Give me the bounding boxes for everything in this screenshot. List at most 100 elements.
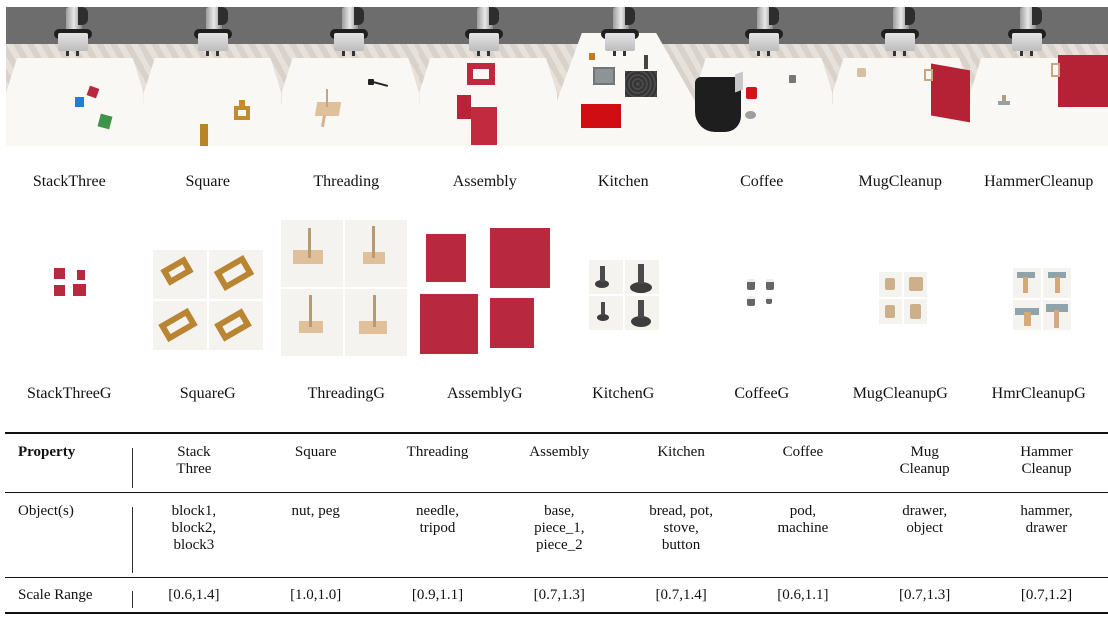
- block-variant-icon: [54, 268, 65, 279]
- table-cell: base, piece_1, piece_2: [534, 503, 585, 553]
- block-variant-icon: [54, 285, 65, 296]
- variant-label: StackThreeG: [27, 385, 112, 402]
- variant-label: MugCleanupG: [852, 385, 948, 402]
- blue-block-icon: [75, 97, 84, 107]
- variant-squareg-image: [139, 210, 278, 360]
- pod-variant-icon: [746, 296, 755, 306]
- tripod-variant-icon: [359, 321, 387, 334]
- pod-variant-icon: [765, 297, 772, 304]
- pot-variant-icon: [631, 316, 651, 327]
- machine-lid-icon: [734, 71, 743, 93]
- scene-mugcleanup-image: [832, 7, 971, 146]
- hammer-head-icon: [998, 101, 1011, 105]
- variant-label: CoffeeG: [734, 385, 790, 402]
- piece-1-icon: [467, 63, 496, 85]
- tripod-variant-icon: [299, 321, 323, 333]
- variant-label: KitchenG: [592, 385, 655, 402]
- stove-icon: [625, 71, 657, 97]
- pod-icon: [788, 75, 796, 83]
- variant-hmrcleanupg-image: [970, 210, 1108, 360]
- table-top-rule: [5, 432, 1108, 434]
- coffee-machine-icon: [694, 77, 741, 132]
- pod-variant-icon: [765, 279, 774, 290]
- header-cell: Threading: [406, 444, 469, 460]
- scene-assembly-image: [419, 7, 557, 146]
- table-cell: drawer, object: [902, 503, 948, 536]
- mug-variant-icon: [910, 304, 921, 319]
- object-variant-row: [0, 210, 1108, 360]
- table-cell: [0.7,1.4]: [655, 587, 707, 603]
- task-scene-row: [6, 7, 1108, 146]
- table-cell: hammer, drawer: [1020, 503, 1073, 536]
- pod-variant-icon: [746, 279, 755, 290]
- table-cell: [0.7,1.3]: [899, 587, 951, 603]
- robot-arm-icon: [54, 7, 92, 57]
- header-cell: Kitchen: [657, 444, 705, 460]
- variant-stackthreeg-image: [0, 210, 139, 360]
- tripod-post-icon: [325, 89, 328, 107]
- pot-variant-icon: [630, 282, 652, 293]
- variant-kitcheng-image: [554, 210, 693, 360]
- scene-label: Assembly: [452, 173, 517, 190]
- variant-assemblyg-image: [415, 210, 555, 360]
- scene-label: MugCleanup: [858, 173, 943, 190]
- base-variant-icon: [489, 228, 550, 288]
- row-label: Object(s): [5, 503, 133, 577]
- tripod-post-icon: [308, 228, 311, 258]
- table-cell: [0.6,1.4]: [168, 587, 220, 603]
- pot-icon: [593, 67, 615, 85]
- robot-arm-icon: [1008, 7, 1047, 57]
- needle-head-icon: [367, 79, 374, 85]
- robot-arm-icon: [193, 7, 232, 57]
- table-cell: [0.7,1.2]: [1020, 587, 1073, 603]
- scene-threading-image: [281, 7, 420, 146]
- pot-variant-icon: [597, 314, 609, 321]
- nut-variant-icon: [213, 254, 254, 292]
- hammer-handle-icon: [1002, 95, 1007, 102]
- variant-label: HmrCleanupG: [991, 385, 1086, 402]
- scene-label: Square: [185, 173, 230, 190]
- table-cell: [0.7,1.3]: [533, 587, 585, 603]
- mug-variant-icon: [909, 277, 923, 291]
- serving-region-icon: [581, 104, 621, 128]
- header-cell: Hammer Cleanup: [1020, 444, 1073, 477]
- table-mid-rule: [5, 492, 1108, 493]
- table-cell: [1.0,1.0]: [290, 587, 342, 603]
- drawer-handle-icon: [1051, 63, 1061, 77]
- pod-holder-icon: [744, 111, 756, 119]
- variant-label-row: StackThreeG SquareG ThreadingG AssemblyG…: [0, 385, 1108, 403]
- hammer-variant-icon: [1014, 308, 1039, 315]
- table-row: Object(s) block1, block2, block3 nut, pe…: [5, 493, 1108, 577]
- table-header-row: Property Stack Three Square Threading As…: [5, 434, 1108, 492]
- hammer-variant-icon: [1047, 272, 1066, 278]
- table-cell: pod, machine: [777, 503, 829, 536]
- mug-variant-icon: [885, 305, 895, 318]
- hammer-variant-icon: [1016, 272, 1035, 278]
- scene-square-image: [143, 7, 282, 146]
- tripod-post-icon: [309, 295, 312, 327]
- scene-hammercleanup-image: [970, 7, 1108, 146]
- nut-variant-icon: [159, 256, 194, 286]
- robot-arm-icon: [744, 7, 783, 57]
- scene-label: Coffee: [740, 173, 784, 190]
- robot-arm-icon: [465, 7, 504, 57]
- header-property: Property: [5, 444, 133, 492]
- block-variant-icon: [73, 284, 86, 296]
- block-variant-icon: [77, 270, 85, 280]
- variant-threadingg-image: [277, 210, 416, 360]
- variant-label: AssemblyG: [446, 385, 523, 402]
- table-bottom-rule: [5, 612, 1108, 614]
- scene-label: Threading: [313, 173, 380, 190]
- peg-icon: [199, 124, 208, 146]
- task-property-table: Property Stack Three Square Threading As…: [5, 432, 1108, 614]
- table-cell: [0.9,1.1]: [411, 587, 464, 603]
- scene-label: Kitchen: [597, 173, 649, 190]
- tripod-post-icon: [373, 295, 376, 327]
- base-variant-icon: [489, 298, 534, 348]
- tripod-post-icon: [372, 226, 375, 258]
- scene-kitchen-image: [557, 7, 695, 146]
- header-cell: Assembly: [529, 444, 590, 460]
- robot-arm-icon: [329, 7, 368, 57]
- header-cell: Square: [294, 444, 337, 460]
- table-cell: needle, tripod: [416, 503, 459, 536]
